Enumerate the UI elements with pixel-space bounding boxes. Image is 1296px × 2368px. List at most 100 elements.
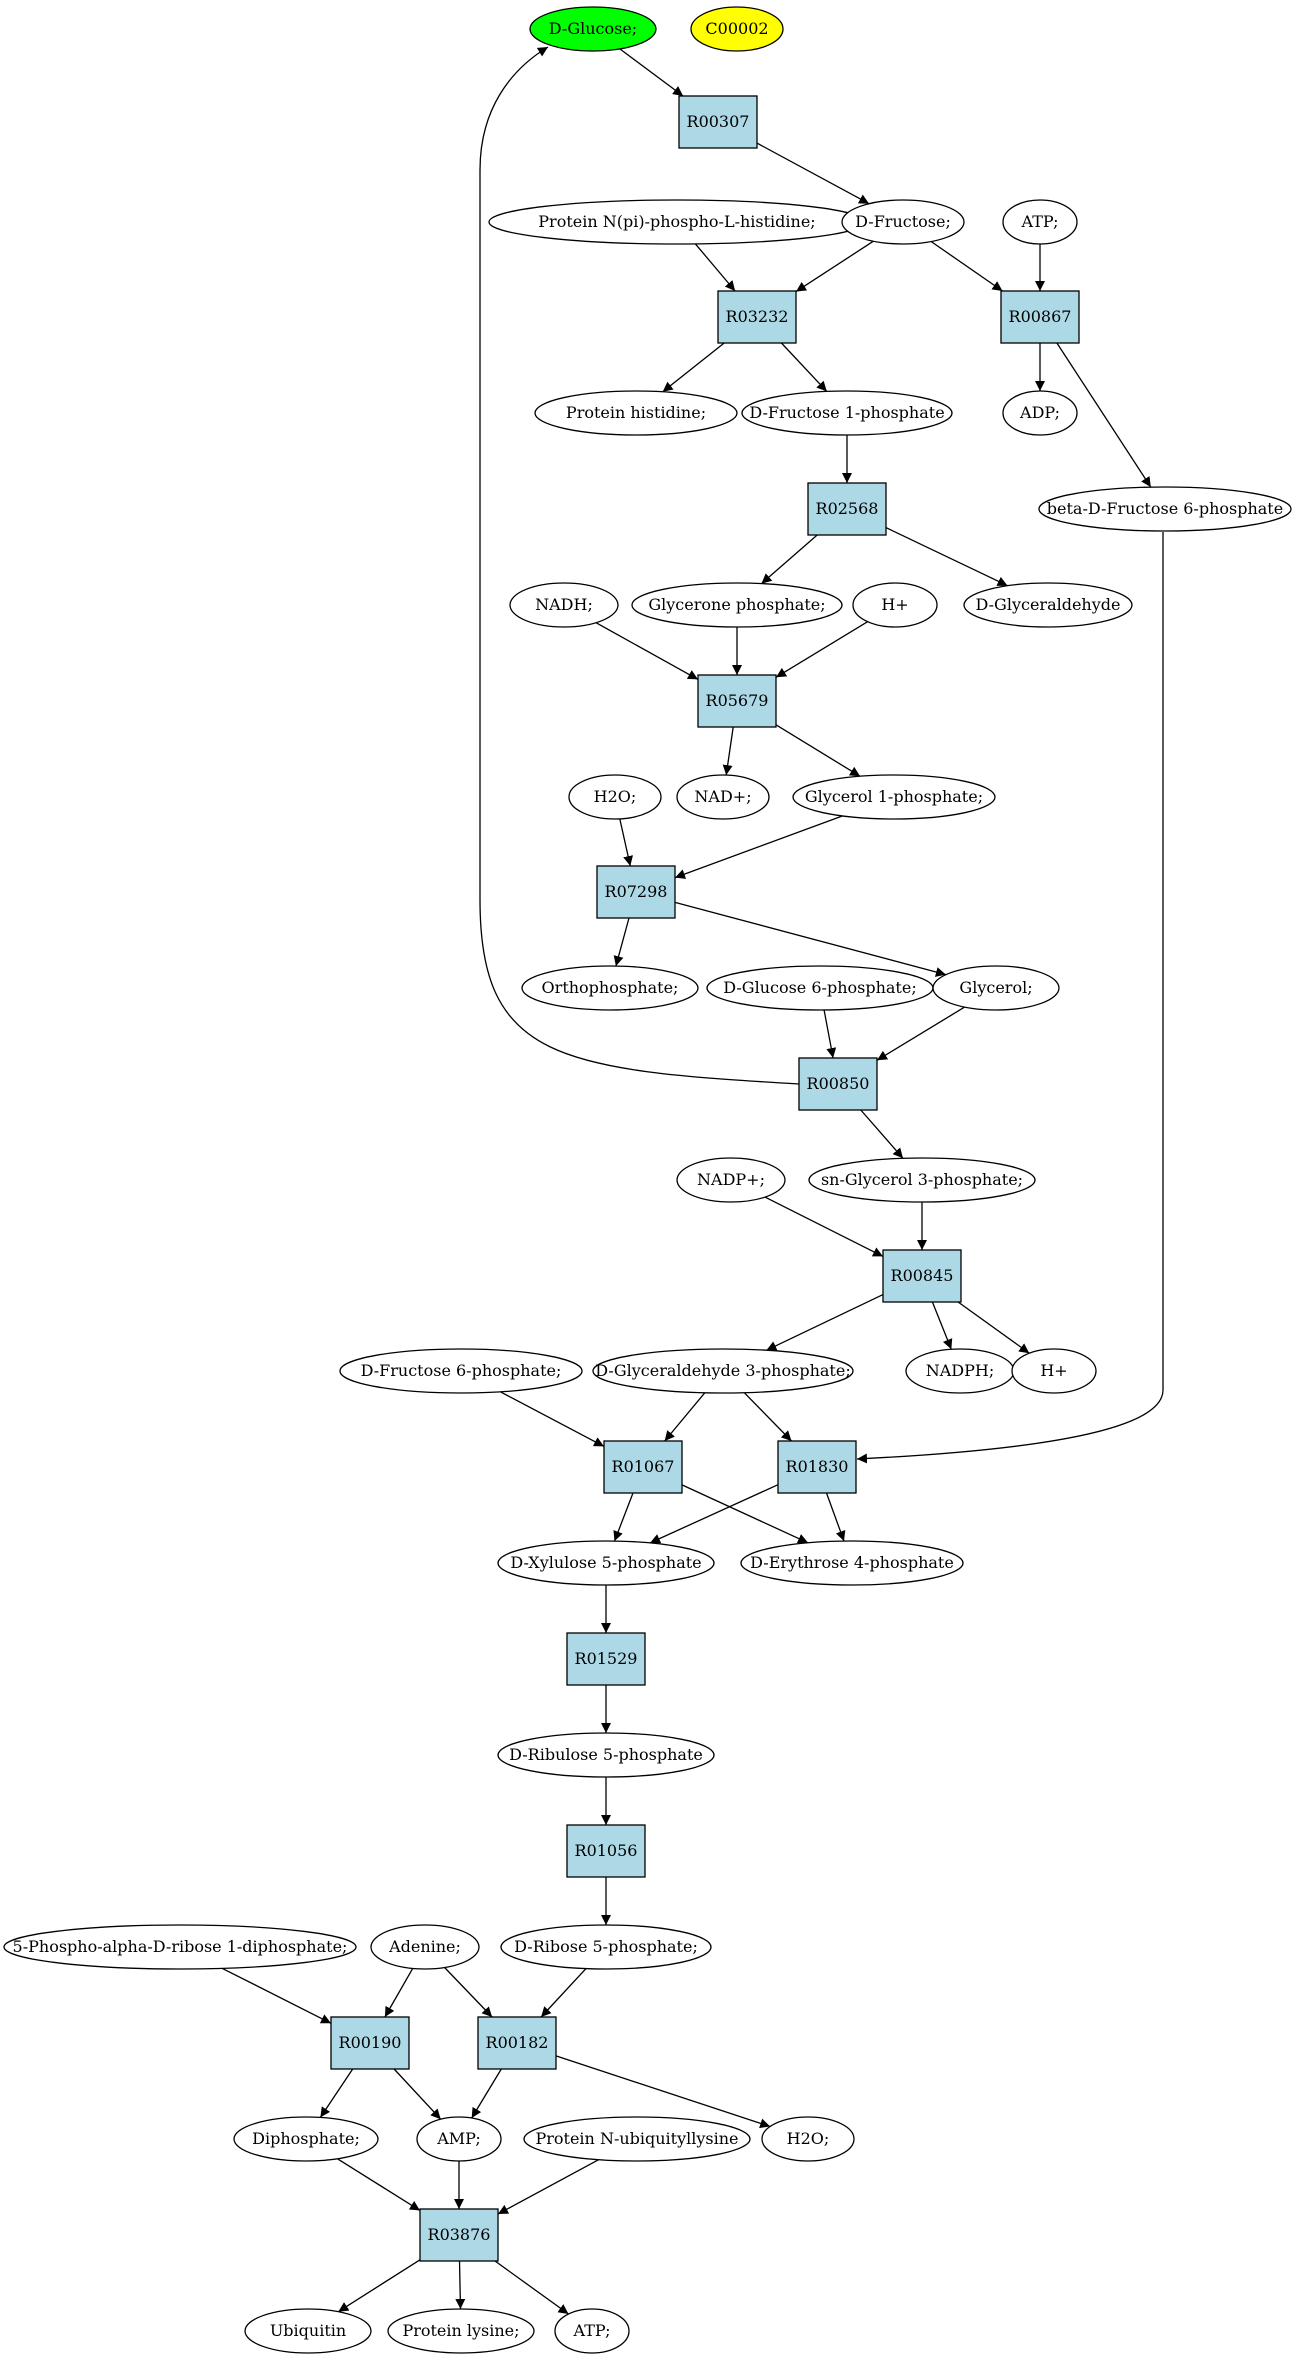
compound-node-c-h2o1[interactable]: H2O;	[568, 774, 662, 820]
edge-r-r07298-to-c-orthop	[613, 917, 630, 967]
edge-c-adenine-to-r-r00190	[384, 1968, 414, 2018]
compound-ellipse	[233, 2116, 379, 2162]
reaction-node-r-r02568[interactable]: R02568	[807, 482, 887, 536]
reaction-node-r-r00307[interactable]: R00307	[678, 95, 758, 149]
compound-node-c-orthop[interactable]: Orthophosphate;	[521, 965, 699, 1011]
compound-node-c-ga3p[interactable]: D-Glyceraldehyde 3-phosphate;	[592, 1348, 854, 1394]
compound-node-c-diphos[interactable]: Diphosphate;	[233, 2116, 379, 2162]
compound-node-c-fructose[interactable]: D-Fructose;	[841, 199, 965, 245]
compound-node-c-protubq[interactable]: Protein N-ubiquityllysine	[523, 2116, 751, 2162]
reaction-node-r-r01529[interactable]: R01529	[566, 1632, 646, 1686]
compound-ellipse	[932, 965, 1060, 1011]
compound-node-c-e4p[interactable]: D-Erythrose 4-phosphate	[740, 1540, 964, 1586]
edges-layer	[222, 46, 1164, 2315]
compound-node-c-nadph[interactable]: NADPH;	[905, 1348, 1015, 1394]
compound-node-c-xu5p[interactable]: D-Xylulose 5-phosphate	[497, 1540, 715, 1586]
compound-node-c-bfru6p[interactable]: beta-D-Fructose 6-phosphate	[1038, 486, 1292, 532]
reaction-node-r-r00182[interactable]: R00182	[477, 2016, 557, 2070]
reaction-node-r-r01056[interactable]: R01056	[566, 1824, 646, 1878]
edge-r-r03876-to-c-protlys	[455, 2260, 466, 2310]
node-label: NADH;	[535, 595, 593, 614]
compound-node-c-fru6p[interactable]: D-Fructose 6-phosphate;	[339, 1348, 583, 1394]
compound-node-c-atp1[interactable]: ATP;	[1002, 199, 1078, 245]
compound-node-c-gly1p[interactable]: Glycerol 1-phosphate;	[792, 774, 996, 820]
edge-r-r00845-to-c-ga3p	[766, 1294, 884, 1351]
edge-r-r00182-to-c-amp	[471, 2068, 502, 2119]
node-label: R00190	[339, 2033, 402, 2052]
compound-node-c-nadh[interactable]: NADH;	[509, 582, 619, 628]
edge-r-r03876-to-c-atp2	[494, 2260, 569, 2315]
compound-node-c-amp[interactable]: AMP;	[416, 2116, 502, 2162]
compound-node-c-fru1p[interactable]: D-Fructose 1-phosphate	[741, 390, 953, 436]
node-label: D-Xylulose 5-phosphate	[510, 1553, 701, 1572]
compound-node-c-prothis[interactable]: Protein histidine;	[534, 390, 738, 436]
compound-node-c-nadp-plus[interactable]: NAD+;	[676, 774, 770, 820]
reaction-node-r-r07298[interactable]: R07298	[596, 865, 676, 919]
compound-ellipse	[523, 2116, 751, 2162]
compound-node-c-atp2[interactable]: ATP;	[554, 2308, 630, 2354]
node-label: ATP;	[1021, 212, 1059, 231]
compound-ellipse	[568, 774, 662, 820]
node-label: ATP;	[573, 2321, 611, 2340]
compound-node-c-nadpp[interactable]: NADP+;	[676, 1157, 786, 1203]
reaction-node-r-r01830[interactable]: R01830	[777, 1440, 857, 1494]
compound-node-c-r5p[interactable]: D-Ribose 5-phosphate;	[500, 1924, 712, 1970]
compound-ellipse	[244, 2308, 372, 2354]
compound-node-c-protnpi[interactable]: Protein N(pi)-phospho-L-histidine;	[488, 199, 866, 245]
reaction-node-r-r03232[interactable]: R03232	[717, 290, 797, 344]
compound-node-c-sngly3p[interactable]: sn-Glycerol 3-phosphate;	[808, 1157, 1036, 1203]
reaction-node-r-r03876[interactable]: R03876	[419, 2208, 499, 2262]
compound-node-c-hplus1[interactable]: H+	[852, 582, 938, 628]
compound-ellipse	[339, 1348, 583, 1394]
reaction-node-r-r00190[interactable]: R00190	[330, 2016, 410, 2070]
edge-c-fructose-to-r-r00867	[930, 240, 1003, 292]
node-label: R00182	[486, 2033, 549, 2052]
reaction-node-r-r00850[interactable]: R00850	[798, 1057, 878, 1111]
compound-node-c-glycerol[interactable]: Glycerol;	[932, 965, 1060, 1011]
compound-node-c-glucose[interactable]: D-Glucose;	[529, 6, 657, 52]
compound-node-c-h2o2[interactable]: H2O;	[761, 2116, 855, 2162]
compound-node-c-ru5p[interactable]: D-Ribulose 5-phosphate	[497, 1732, 715, 1778]
node-label: Ubiquitin	[270, 2321, 346, 2340]
compound-node-c-glyph[interactable]: Glycerone phosphate;	[631, 582, 843, 628]
compound-node-c-hplus2[interactable]: H+	[1011, 1348, 1097, 1394]
reaction-node-r-r00867[interactable]: R00867	[1000, 290, 1080, 344]
compound-ellipse	[387, 2308, 535, 2354]
reaction-box	[777, 1440, 857, 1494]
compound-node-c-c00002[interactable]: C00002	[690, 6, 784, 52]
compound-ellipse	[416, 2116, 502, 2162]
reaction-node-r-r05679[interactable]: R05679	[697, 674, 777, 728]
compound-node-c-adp[interactable]: ADP;	[1002, 390, 1078, 436]
compound-node-c-protlys[interactable]: Protein lysine;	[387, 2308, 535, 2354]
node-label: Protein N(pi)-phospho-L-histidine;	[538, 212, 815, 231]
edge-c-ga3p-to-r-r01067	[664, 1392, 706, 1442]
compound-node-c-glyald[interactable]: D-Glyceraldehyde	[963, 582, 1133, 628]
edge-c-protubq-to-r-r03876	[497, 2159, 599, 2215]
compound-ellipse	[761, 2116, 855, 2162]
reaction-node-r-r01067[interactable]: R01067	[603, 1440, 683, 1494]
edge-c-glucose-to-r-r00307	[619, 48, 684, 97]
compound-ellipse	[509, 582, 619, 628]
compound-node-c-prpp[interactable]: 5-Phospho-alpha-D-ribose 1-diphosphate;	[3, 1924, 357, 1970]
compound-node-c-glc6p[interactable]: D-Glucose 6-phosphate;	[706, 965, 934, 1011]
compound-ellipse	[1002, 199, 1078, 245]
node-label: H2O;	[787, 2129, 830, 2148]
edge-r-r00867-to-c-bfru6p	[1056, 342, 1152, 488]
edge-r-r00845-to-c-hplus2	[957, 1301, 1030, 1354]
compound-ellipse	[676, 1157, 786, 1203]
reaction-box	[566, 1824, 646, 1878]
node-label: Glycerol;	[959, 978, 1032, 997]
edge-c-gly1p-to-r-r07298	[674, 815, 843, 879]
compound-node-c-ubiq[interactable]: Ubiquitin	[244, 2308, 372, 2354]
edge-c-prpp-to-r-r00190	[222, 1967, 332, 2024]
compound-ellipse	[554, 2308, 630, 2354]
edge-r-r05679-to-c-gly1p	[775, 724, 861, 777]
node-label: R00867	[1009, 307, 1072, 326]
reaction-node-r-r00845[interactable]: R00845	[882, 1249, 962, 1303]
compound-node-c-adenine[interactable]: Adenine;	[370, 1924, 480, 1970]
node-label: R07298	[605, 882, 668, 901]
compound-ellipse	[1011, 1348, 1097, 1394]
edge-c-nadpp-to-r-r00845	[764, 1196, 884, 1257]
reaction-box	[697, 674, 777, 728]
node-label: R01067	[612, 1457, 675, 1476]
